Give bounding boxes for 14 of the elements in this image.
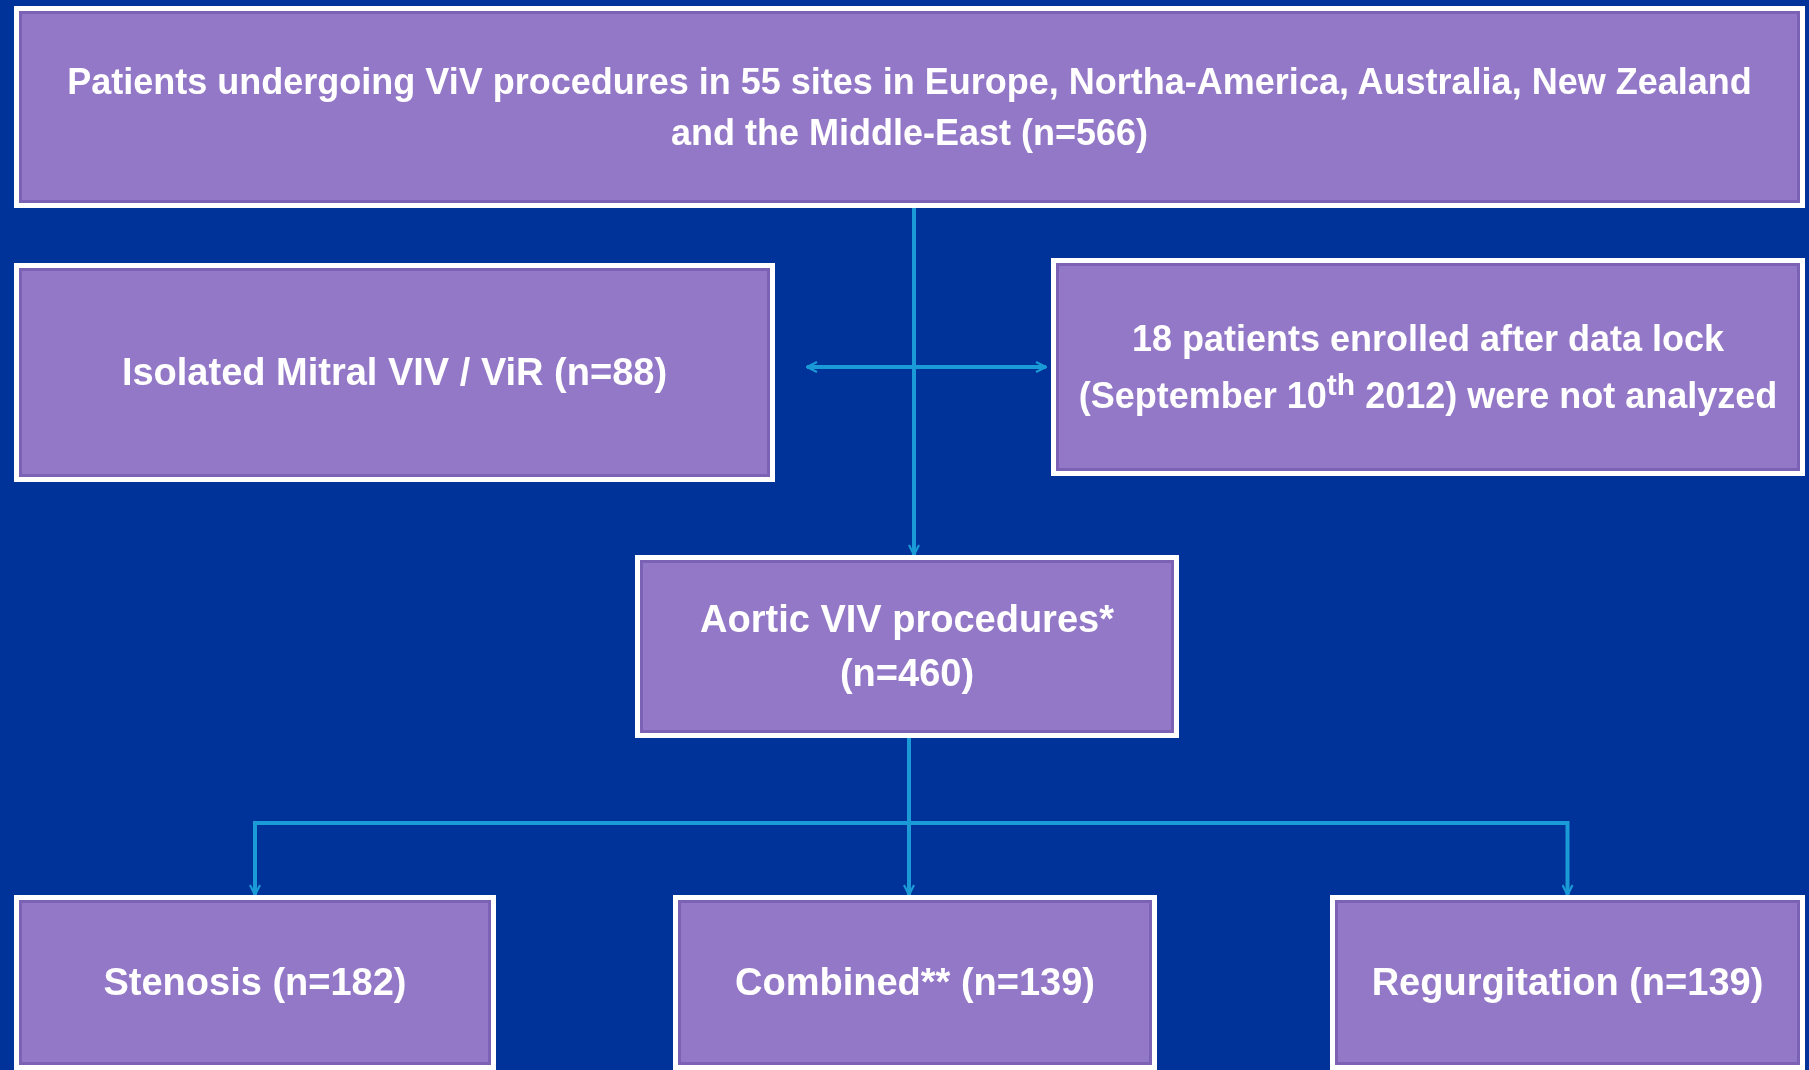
box-text: 18 patients enrolled after data lock (September 10$^{th}$ 2012) were not analyzed xyxy=(1077,316,1779,418)
box-text: Aortic VIV procedures* (n=460) xyxy=(699,596,1115,696)
process-box xyxy=(1330,895,1805,1070)
box-text: Combined** (n=139) xyxy=(735,959,1095,1005)
box-text: Stenosis (n=182) xyxy=(103,959,407,1005)
process-box xyxy=(1051,258,1805,476)
process-box xyxy=(635,555,1179,738)
process-box xyxy=(673,895,1157,1070)
box-text: Patients undergoing ViV procedures in 55 sites in Europe, Northa-America, Australia, New Zealand and the Middle-East (n=566) xyxy=(66,59,1753,155)
box-text: Regurgitation (n=139) xyxy=(1371,959,1764,1005)
box-text: Isolated Mitral VIV / ViR (n=88) xyxy=(121,349,668,395)
process-box xyxy=(14,263,775,482)
process-box xyxy=(14,6,1805,208)
process-box xyxy=(14,895,496,1070)
